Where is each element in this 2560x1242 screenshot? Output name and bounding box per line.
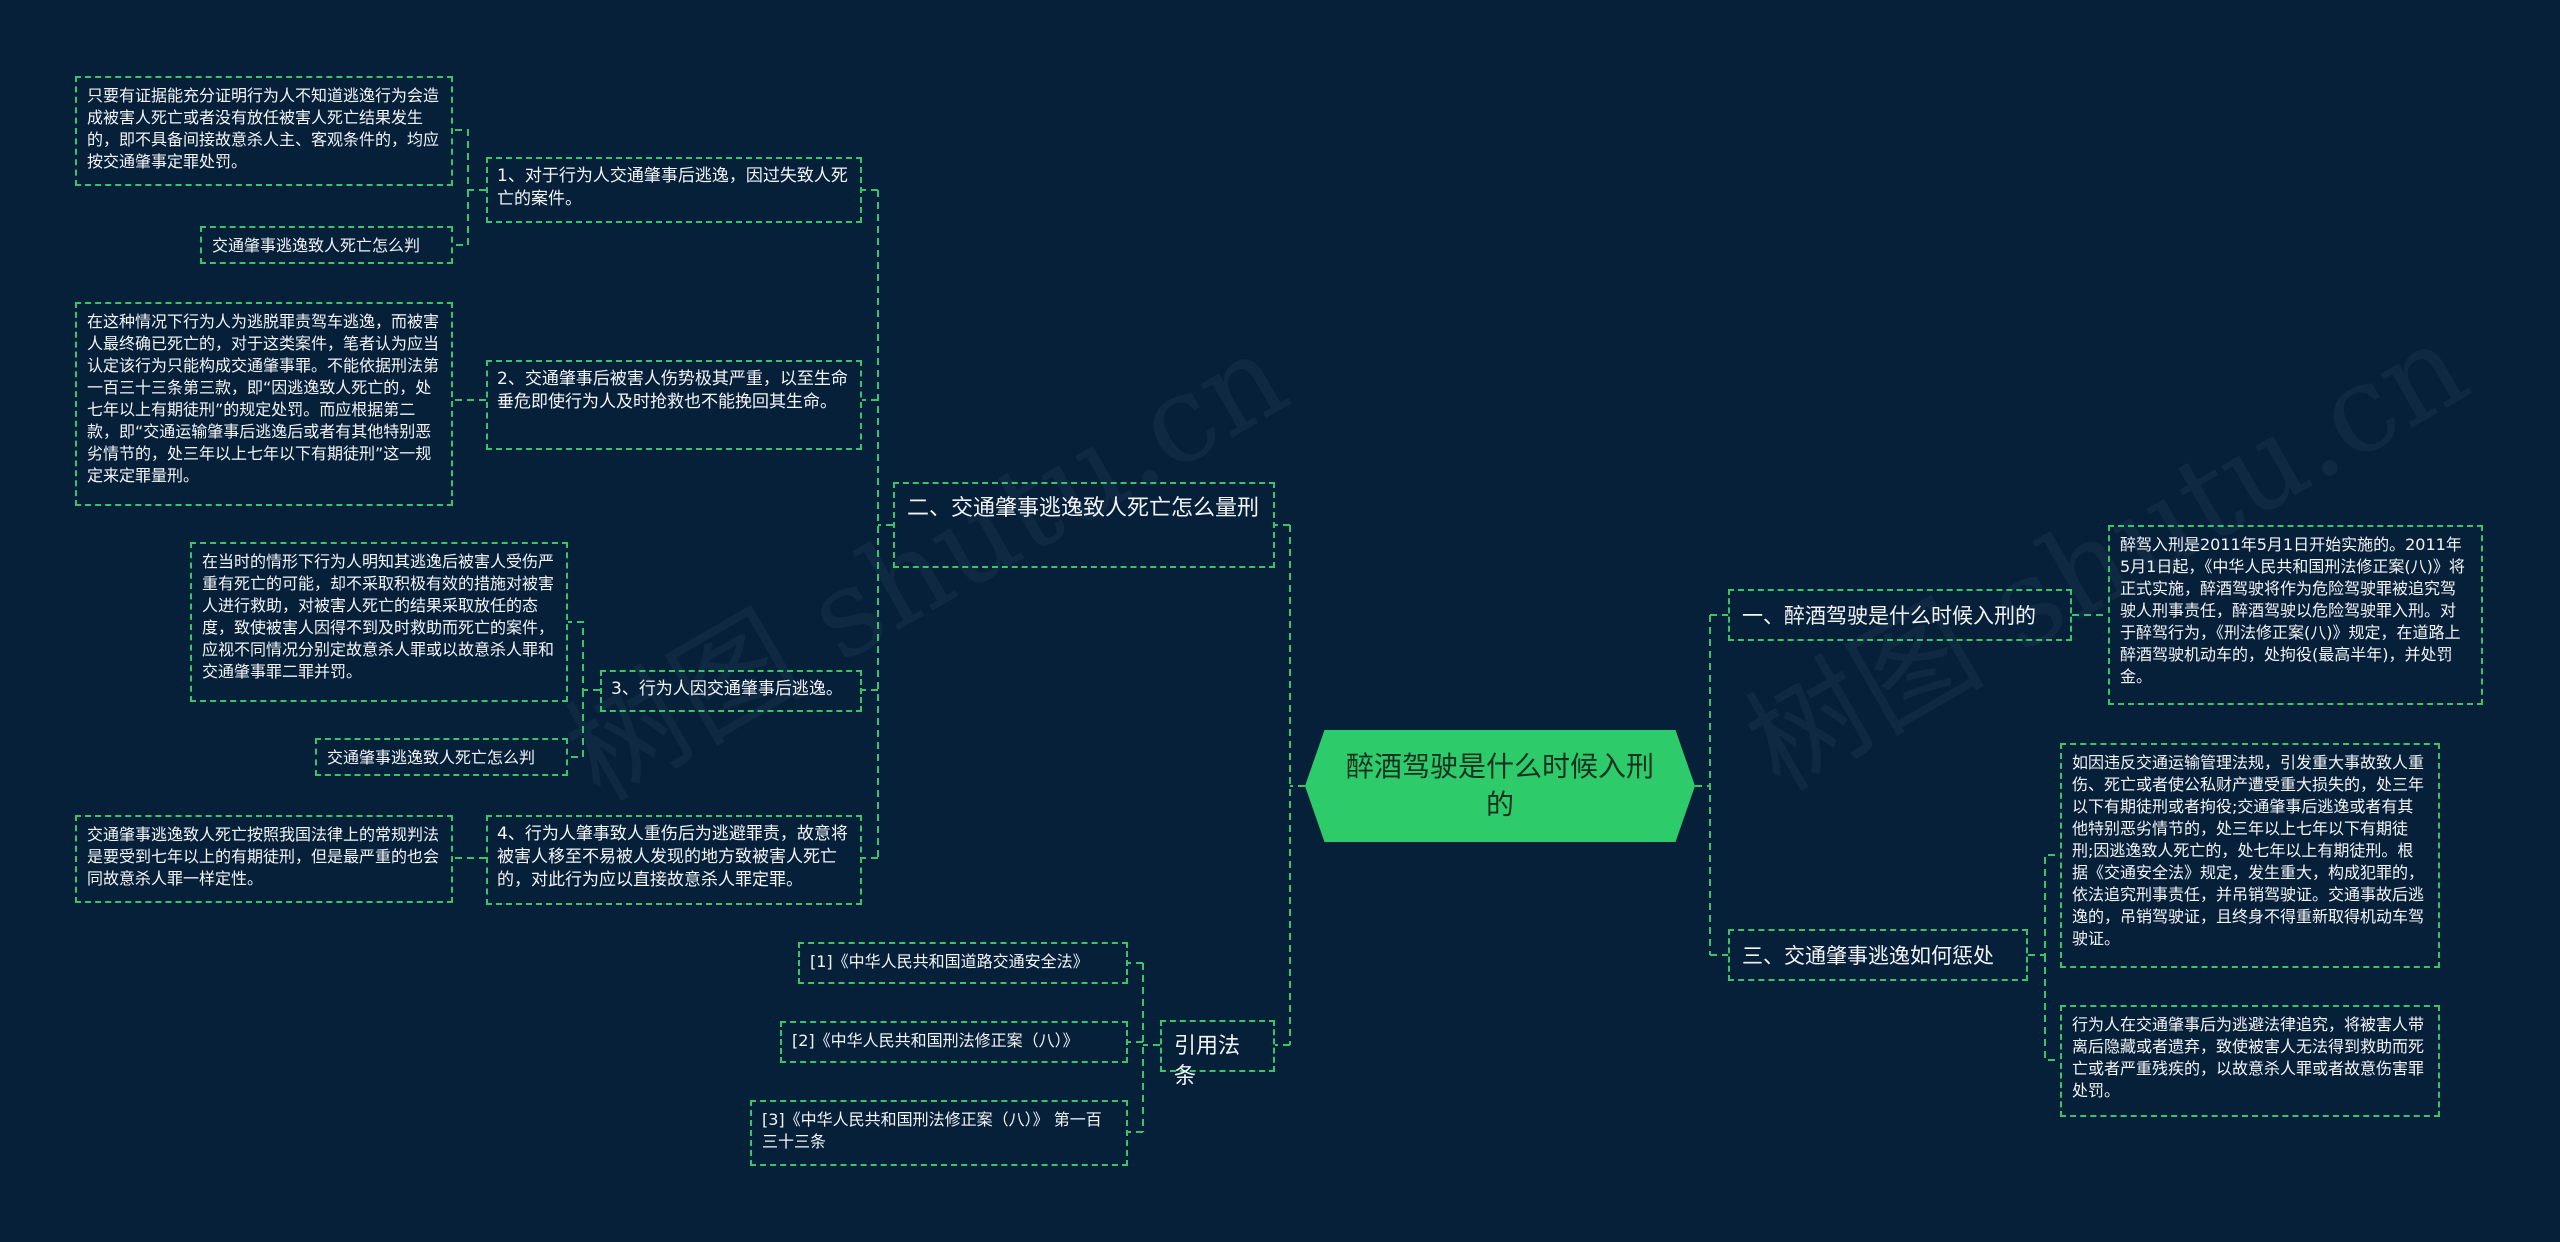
sub-3-topic[interactable]: 3、行为人因交通肇事后逃逸。	[600, 670, 862, 712]
reference-2-text: [2]《中华人民共和国刑法修正案（八）》	[792, 1031, 1079, 1050]
branch-3-leaf-2-text: 行为人在交通肇事后为逃避法律追究，将被害人带离后隐藏或者遗弃，致使被害人无法得到…	[2072, 1015, 2425, 1100]
branch-3-leaf-1[interactable]: 如因违反交通运输管理法规，引发重大事故致人重伤、死亡或者使公私财产遭受重大损失的…	[2060, 743, 2440, 968]
sub-2-leaf-1-text: 在这种情况下行为人为逃脱罪责驾车逃逸，而被害人最终确已死亡的，对于这类案件，笔者…	[87, 312, 440, 485]
sub-1-leaf-1-text: 只要有证据能充分证明行为人不知道逃逸行为会造成被害人死亡或者没有放任被害人死亡结…	[87, 86, 440, 171]
connector	[568, 690, 584, 758]
connector	[568, 621, 600, 691]
sub-1-topic[interactable]: 1、对于行为人交通肇事后逃逸，因过失致人死亡的案件。	[486, 157, 862, 223]
reference-1-text: [1]《中华人民共和国道路交通安全法》	[810, 952, 1089, 971]
reference-3[interactable]: [3]《中华人民共和国刑法修正案（八）》 第一百三十三条	[750, 1100, 1128, 1166]
sub-4-topic[interactable]: 4、行为人肇事致人重伤后为逃避罪责，故意将被害人移至不易被人发现的地方致被害人死…	[486, 815, 862, 905]
branch-1-label: 一、醉酒驾驶是什么时候入刑的	[1742, 604, 2036, 628]
branch-2-label: 二、交通肇事逃逸致人死亡怎么量刑	[907, 496, 1260, 521]
branch-1-leaf-text: 醉驾入刑是2011年5月1日开始实施的。2011年5月1日起，《中华人民共和国刑…	[2120, 535, 2465, 686]
connector	[2044, 955, 2060, 1061]
sub-1-leaf-1[interactable]: 只要有证据能充分证明行为人不知道逃逸行为会造成被害人死亡或者没有放任被害人死亡结…	[75, 76, 453, 186]
sub-3-leaf-1[interactable]: 在当时的情形下行为人明知其逃逸后被害人受伤严重有死亡的可能，却不采取积极有效的措…	[190, 542, 568, 702]
connector	[2028, 854, 2060, 956]
sub-3-label: 3、行为人因交通肇事后逃逸。	[611, 679, 843, 699]
branch-4-topic[interactable]: 引用法条	[1160, 1020, 1275, 1089]
branch-4-label: 引用法条	[1174, 1034, 1241, 1089]
branch-1-leaf[interactable]: 醉驾入刑是2011年5月1日开始实施的。2011年5月1日起，《中华人民共和国刑…	[2108, 525, 2483, 705]
sub-3-leaf-2[interactable]: 交通肇事逃逸致人死亡怎么判	[315, 738, 568, 776]
branch-3-leaf-1-text: 如因违反交通运输管理法规，引发重大事故致人重伤、死亡或者使公私财产遭受重大损失的…	[2072, 753, 2425, 948]
sub-4-leaf-1[interactable]: 交通肇事逃逸致人死亡按照我国法律上的常规判法是要受到七年以上的有期徒刑，但是最严…	[75, 815, 453, 903]
sub-3-leaf-2-text: 交通肇事逃逸致人死亡怎么判	[327, 748, 536, 767]
sub-2-topic[interactable]: 2、交通肇事后被害人伤势极其严重，以至生命垂危即使行为人及时抢救也不能挽回其生命…	[486, 360, 862, 450]
branch-3-leaf-2[interactable]: 行为人在交通肇事后为逃避法律追究，将被害人带离后隐藏或者遗弃，致使被害人无法得到…	[2060, 1005, 2440, 1117]
sub-2-label: 2、交通肇事后被害人伤势极其严重，以至生命垂危即使行为人及时抢救也不能挽回其生命…	[497, 369, 848, 412]
sub-2-leaf-1[interactable]: 在这种情况下行为人为逃脱罪责驾车逃逸，而被害人最终确已死亡的，对于这类案件，笔者…	[75, 302, 453, 506]
sub-1-leaf-2-text: 交通肇事逃逸致人死亡怎么判	[212, 236, 421, 255]
branch-2-topic[interactable]: 二、交通肇事逃逸致人死亡怎么量刑	[893, 482, 1275, 568]
sub-1-leaf-2[interactable]: 交通肇事逃逸致人死亡怎么判	[200, 226, 453, 264]
reference-3-text: [3]《中华人民共和国刑法修正案（八）》 第一百三十三条	[762, 1110, 1102, 1151]
connector	[453, 190, 469, 246]
sub-1-label: 1、对于行为人交通肇事后逃逸，因过失致人死亡的案件。	[497, 166, 848, 209]
sub-3-leaf-1-text: 在当时的情形下行为人明知其逃逸后被害人受伤严重有死亡的可能，却不采取积极有效的措…	[202, 552, 555, 681]
sub-4-label: 4、行为人肇事致人重伤后为逃避罪责，故意将被害人移至不易被人发现的地方致被害人死…	[497, 824, 848, 890]
connector	[453, 129, 486, 191]
reference-2[interactable]: [2]《中华人民共和国刑法修正案（八）》	[780, 1021, 1128, 1063]
branch-3-label: 三、交通肇事逃逸如何惩处	[1742, 944, 1994, 968]
sub-4-leaf-1-text: 交通肇事逃逸致人死亡按照我国法律上的常规判法是要受到七年以上的有期徒刑，但是最严…	[87, 825, 440, 888]
branch-3-topic[interactable]: 三、交通肇事逃逸如何惩处	[1728, 929, 2028, 981]
branch-1-topic[interactable]: 一、醉酒驾驶是什么时候入刑的	[1728, 589, 2072, 641]
root-topic[interactable]: 醉酒驾驶是什么时候入刑的	[1305, 730, 1695, 842]
reference-1[interactable]: [1]《中华人民共和国道路交通安全法》	[798, 942, 1128, 984]
